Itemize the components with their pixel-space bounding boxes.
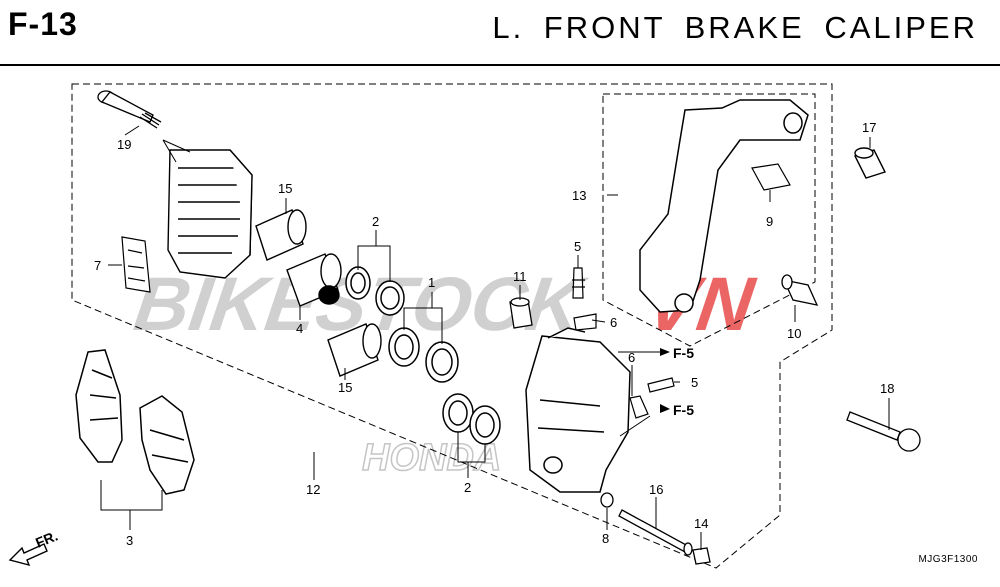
assembly-outline-12: [71, 83, 833, 569]
callout-9: 9: [766, 214, 773, 229]
callout-5-lower: 5: [691, 375, 698, 390]
callout-numbers: 19 15 2 7 1 4 15 11 5 6 13 9 10 17 6 5 1…: [94, 120, 894, 548]
callout-2-lower: 2: [464, 480, 471, 495]
callout-8: 8: [602, 531, 609, 546]
caliper-bracket-part: [639, 99, 809, 313]
mounting-bolt-part: [846, 411, 921, 452]
diagram-code: MJG3F1300: [918, 554, 978, 565]
valve-cap-part: [509, 297, 533, 329]
collar-part: [781, 274, 819, 306]
page-title: L. FRONT BRAKE CALIPER: [492, 10, 978, 45]
callout-2-upper: 2: [372, 214, 379, 229]
header-divider: [0, 64, 1000, 66]
callout-5-upper: 5: [574, 239, 581, 254]
ref-f5-upper: F-5: [673, 345, 694, 361]
callout-15-upper: 15: [278, 181, 292, 196]
callout-10: 10: [787, 326, 801, 341]
piston-sleeve-upper: [255, 209, 307, 261]
callout-4: 4: [296, 321, 303, 336]
callout-17: 17: [862, 120, 876, 135]
bleed-valve-lower: [647, 377, 675, 393]
brake-pad-left: [75, 349, 123, 463]
brake-pad-right: [139, 395, 195, 495]
callout-11: 11: [513, 269, 527, 284]
ref-f5-lower: F-5: [673, 402, 694, 418]
bleed-caps: [573, 313, 649, 419]
callout-3: 3: [126, 533, 133, 548]
callout-6-upper: 6: [610, 315, 617, 330]
page-code: F-13: [8, 6, 78, 42]
callout-16: 16: [649, 482, 663, 497]
washer-part: [600, 492, 614, 508]
callout-19: 19: [117, 137, 131, 152]
callout-6-lower: 6: [628, 350, 635, 365]
plug-part: [692, 547, 711, 565]
callout-15-lower: 15: [338, 380, 352, 395]
piston-sleeve-lower: [327, 323, 382, 377]
pad-spring-part: [121, 236, 151, 293]
caliper-body-part: [525, 327, 631, 493]
front-arrow-label: FR.: [33, 527, 60, 550]
bracket-outline-13: [602, 93, 816, 347]
ref-arrows: [660, 348, 670, 413]
callout-13: 13: [572, 188, 586, 203]
front-arrow-icon: FR.: [8, 527, 60, 567]
callout-7: 7: [94, 258, 101, 273]
pad-clip-part: [751, 163, 791, 191]
bleed-valve-upper: [572, 267, 585, 299]
pad-pin-part: [618, 509, 693, 556]
sleeve-part: [854, 147, 886, 179]
callout-18: 18: [880, 381, 894, 396]
bolt-part: [97, 90, 162, 129]
callout-14: 14: [694, 516, 708, 531]
leader-lines: [100, 125, 890, 550]
brand-watermark: HONDA: [362, 437, 501, 479]
callout-12: 12: [306, 482, 320, 497]
piston-part: [286, 253, 342, 307]
callout-1: 1: [428, 275, 435, 290]
caliper-half-part: [167, 149, 253, 279]
seal-rings: [345, 266, 501, 445]
